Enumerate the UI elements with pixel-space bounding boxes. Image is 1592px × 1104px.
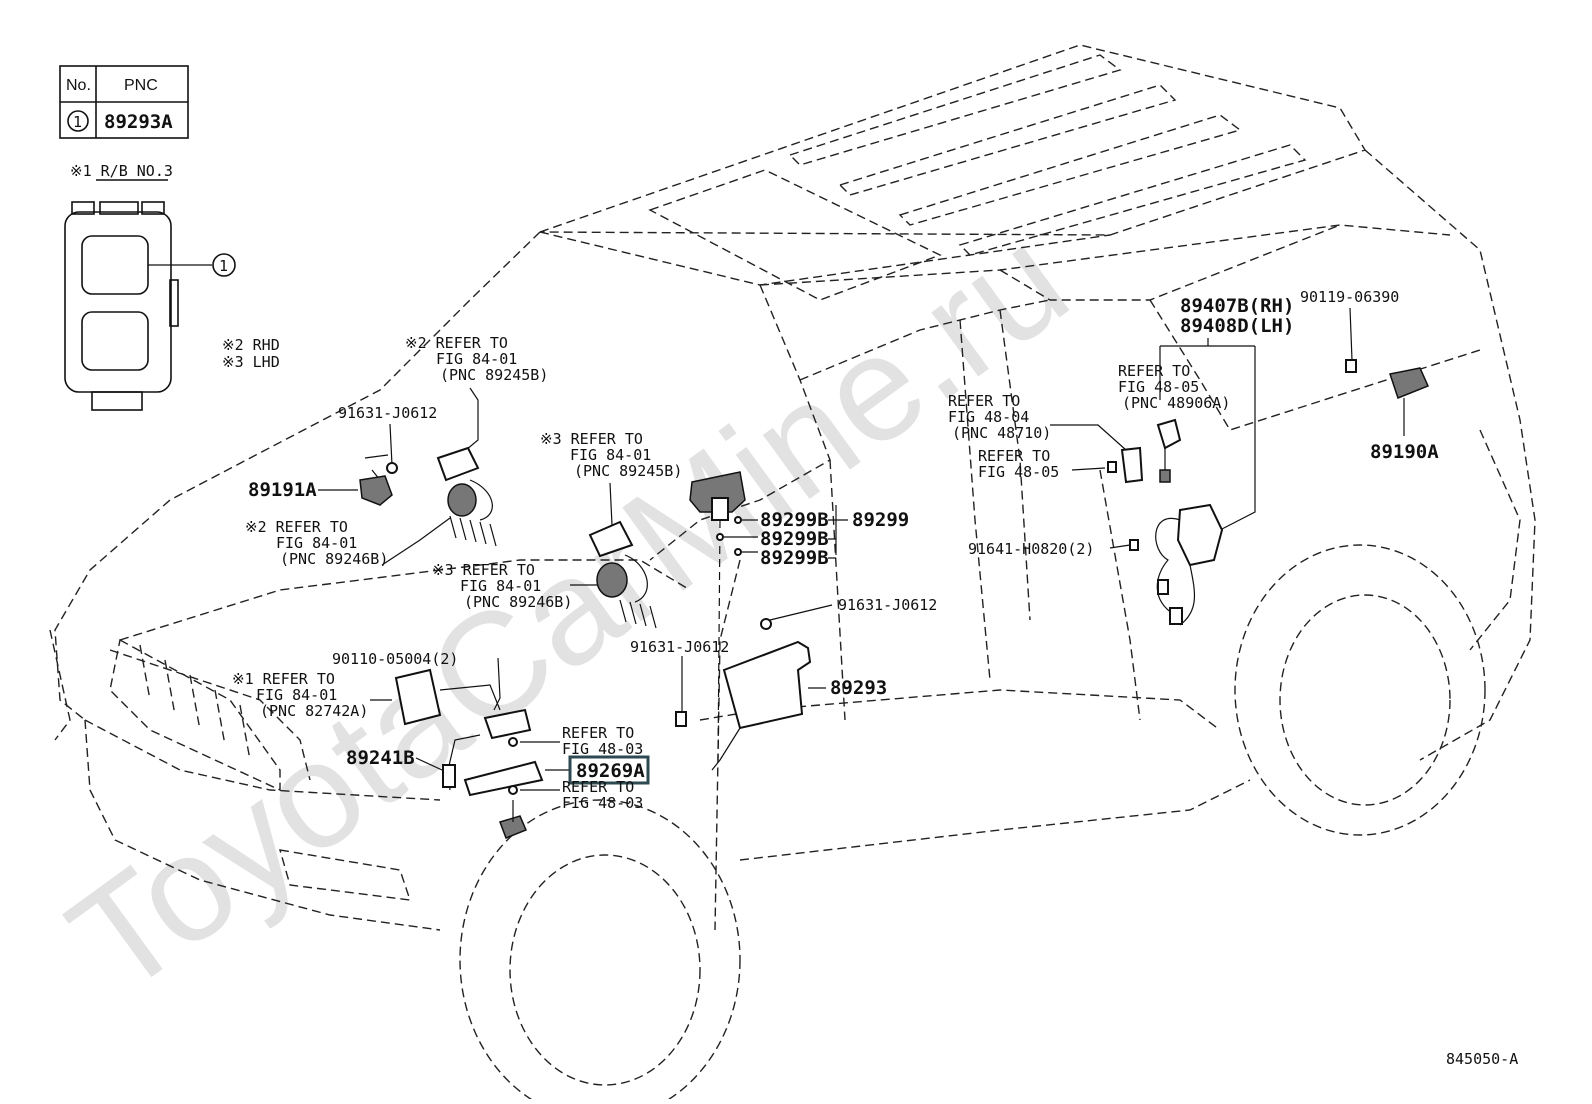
svg-text:(PNC 89245B): (PNC 89245B) <box>574 462 682 480</box>
svg-text:REFER TO: REFER TO <box>562 724 634 742</box>
svg-text:(PNC 89246B): (PNC 89246B) <box>280 550 388 568</box>
svg-text:(PNC 48906A): (PNC 48906A) <box>1122 394 1230 412</box>
refer-48-03-a: REFER TO FIG 48-03 <box>562 724 643 758</box>
note-rhd: ※2 RHD <box>222 336 280 354</box>
refer-84-89246b-a: ※2 REFER TO FIG 84-01 (PNC 89246B) <box>245 518 388 568</box>
part-89190a: 89190A <box>1370 441 1439 463</box>
refer-84-89246b-b: ※3 REFER TO FIG 84-01 (PNC 89246B) <box>432 561 572 611</box>
svg-text:REFER TO: REFER TO <box>562 778 634 796</box>
svg-text:(PNC 89246B): (PNC 89246B) <box>464 593 572 611</box>
svg-text:REFER TO: REFER TO <box>1118 362 1190 380</box>
figure-code: 845050-A <box>1446 1050 1518 1068</box>
svg-text:FIG 48-03: FIG 48-03 <box>562 740 643 758</box>
legend-row-no: 1 <box>73 113 82 131</box>
svg-text:FIG 48-05: FIG 48-05 <box>978 463 1059 481</box>
highlight-89269a <box>568 755 650 785</box>
part-90119-06390: 90119-06390 <box>1300 288 1399 306</box>
svg-text:※3 REFER TO: ※3 REFER TO <box>540 430 643 448</box>
svg-text:FIG 84-01: FIG 84-01 <box>256 686 337 704</box>
part-90110-05004: 90110-05004(2) <box>332 650 458 668</box>
svg-text:※2 REFER TO: ※2 REFER TO <box>245 518 348 536</box>
svg-text:FIG 48-03: FIG 48-03 <box>562 794 643 812</box>
part-89407b-rh: 89407B(RH) <box>1180 295 1294 317</box>
relay-box: ※1 R/B NO.3 1 ※2 RHD ※3 LHD <box>64 162 280 411</box>
svg-text:FIG 48-05: FIG 48-05 <box>1118 378 1199 396</box>
refer-48-05-b: REFER TO FIG 48-05 (PNC 48906A) <box>1118 362 1230 412</box>
note-lhd: ※3 LHD <box>222 353 280 371</box>
part-89299b-1: 89299B <box>760 509 829 531</box>
relay-box-title: ※1 R/B NO.3 <box>70 162 173 180</box>
svg-text:FIG 84-01: FIG 84-01 <box>570 446 651 464</box>
vehicle-outline <box>49 44 1536 1104</box>
refer-84-89245b-b: ※3 REFER TO FIG 84-01 (PNC 89245B) <box>540 430 682 480</box>
part-89269a: 89269A <box>576 760 645 782</box>
refer-84-89245b-a: ※2 REFER TO FIG 84-01 (PNC 89245B) <box>405 334 548 384</box>
svg-text:(PNC 82742A): (PNC 82742A) <box>260 702 368 720</box>
legend-row-pnc: 89293A <box>104 111 173 133</box>
part-91631-j0612-c: 91631-J0612 <box>630 638 729 656</box>
refer-84-82742a: ※1 REFER TO FIG 84-01 (PNC 82742A) <box>232 670 368 720</box>
refer-48-05-a: REFER TO FIG 48-05 <box>978 447 1059 481</box>
svg-text:FIG 84-01: FIG 84-01 <box>436 350 517 368</box>
legend-table: No. PNC 1 89293A <box>59 65 189 139</box>
refer-48-04: REFER TO FIG 48-04 (PNC 48710) <box>948 392 1051 442</box>
part-89408d-lh: 89408D(LH) <box>1180 315 1294 337</box>
svg-text:REFER TO: REFER TO <box>948 392 1020 410</box>
svg-text:FIG 48-04: FIG 48-04 <box>948 408 1029 426</box>
part-89293: 89293 <box>830 677 887 699</box>
part-89299b-list: 89299B 89299B 89299B <box>760 509 829 569</box>
part-89299b-3: 89299B <box>760 547 829 569</box>
part-91631-j0612-b: 91631-J0612 <box>838 596 937 614</box>
svg-text:(PNC 48710): (PNC 48710) <box>952 424 1051 442</box>
svg-text:(PNC 89245B): (PNC 89245B) <box>440 366 548 384</box>
part-89299: 89299 <box>852 509 909 531</box>
svg-text:※1 REFER TO: ※1 REFER TO <box>232 670 335 688</box>
refer-48-03-b: REFER TO FIG 48-03 <box>562 778 643 812</box>
part-89299b-2: 89299B <box>760 528 829 550</box>
svg-text:※2 REFER TO: ※2 REFER TO <box>405 334 508 352</box>
legend-header-pnc: PNC <box>124 77 158 94</box>
part-89241b: 89241B <box>346 747 415 769</box>
relay-box-callout: 1 <box>219 257 228 275</box>
svg-text:FIG 84-01: FIG 84-01 <box>276 534 357 552</box>
part-89191a: 89191A <box>248 479 317 501</box>
part-91631-j0612-a: 91631-J0612 <box>338 404 437 422</box>
svg-text:REFER TO: REFER TO <box>978 447 1050 465</box>
legend-header-no: No. <box>66 77 91 94</box>
svg-text:※3 REFER TO: ※3 REFER TO <box>432 561 535 579</box>
svg-text:FIG 84-01: FIG 84-01 <box>460 577 541 595</box>
part-91641-h0820: 91641-H0820(2) <box>968 540 1094 558</box>
